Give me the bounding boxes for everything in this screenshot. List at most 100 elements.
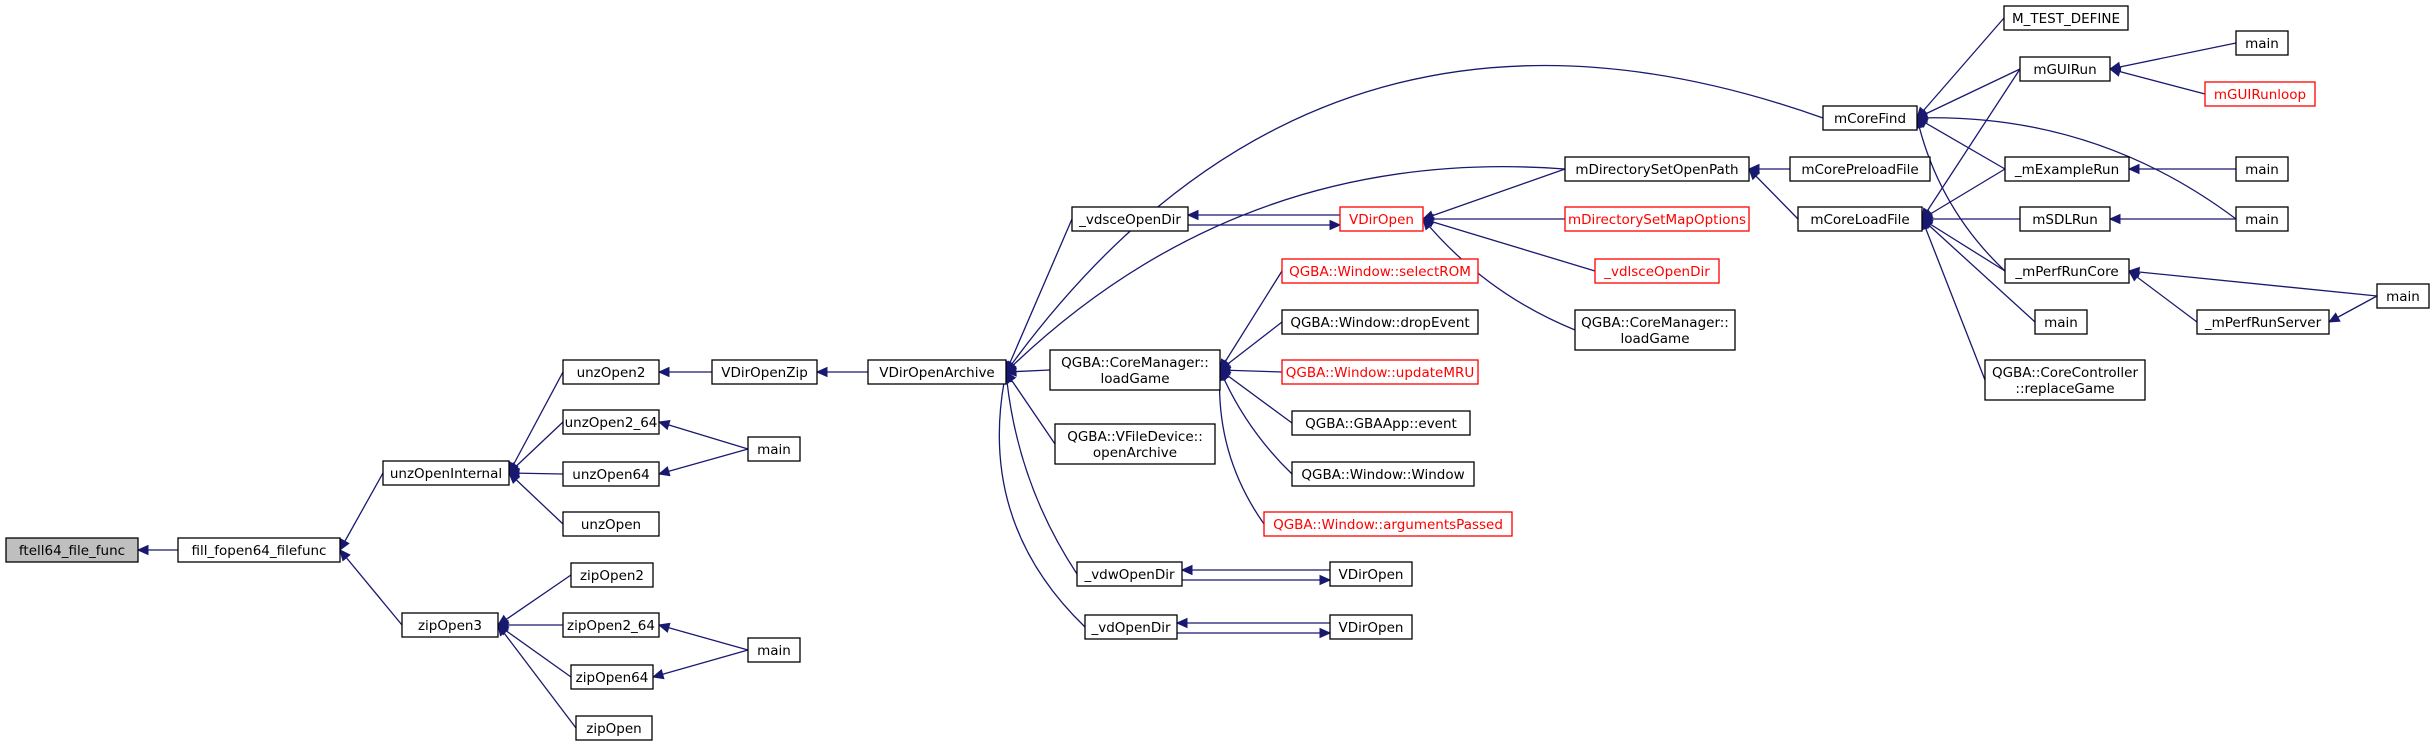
node-label: unzOpen2 xyxy=(577,365,646,381)
node-zipopen[interactable]: zipOpen xyxy=(575,715,653,741)
edge-fill-fopen64-to-zipopen3 xyxy=(339,549,403,626)
node-mdirectorysetmapoptions[interactable]: mDirectorySetMapOptions xyxy=(1564,206,1750,232)
node-unzopeninternal[interactable]: unzOpenInternal xyxy=(382,460,510,486)
node-vfile-openarchive[interactable]: QGBA::VFileDevice::openArchive xyxy=(1054,423,1216,465)
node-mcorefind[interactable]: mCoreFind xyxy=(1822,105,1918,131)
node-box xyxy=(1564,206,1750,232)
node-mguirunloop[interactable]: mGUIRunloop xyxy=(2204,81,2316,107)
node-m-test-define[interactable]: M_TEST_DEFINE xyxy=(2003,5,2129,31)
node-box xyxy=(1084,614,1178,640)
node-updatemru[interactable]: QGBA::Window::updateMRU xyxy=(1281,359,1479,385)
node-label: fill_fopen64_filefunc xyxy=(192,543,327,559)
node-label: ::replaceGame xyxy=(2015,381,2114,397)
node-label: loadGame xyxy=(1100,371,1169,387)
node-replacegame[interactable]: QGBA::CoreController::replaceGame xyxy=(1984,359,2146,401)
edge-loadgame1-to-updatemru xyxy=(1219,369,1283,373)
node-label: zipOpen3 xyxy=(418,618,482,634)
edge-loadgame1-to-dropevent xyxy=(1219,321,1283,371)
node-box xyxy=(2204,81,2316,107)
node-vdiropen-d[interactable]: VDirOpen xyxy=(1329,614,1413,640)
node-label: main xyxy=(2245,36,2279,52)
node-unzopen64[interactable]: unzOpen64 xyxy=(562,461,660,487)
node-unzopen2-64[interactable]: unzOpen2_64 xyxy=(562,409,660,435)
node-label: QGBA::CoreController xyxy=(1992,365,2139,381)
node-box xyxy=(1339,206,1424,232)
node-zipopen3[interactable]: zipOpen3 xyxy=(401,612,499,638)
node-box xyxy=(1281,309,1479,335)
node-loadgame2[interactable]: QGBA::CoreManager::loadGame xyxy=(1574,309,1736,351)
node-vdiropenzip[interactable]: VDirOpenZip xyxy=(711,359,818,385)
node-zipopen2-64[interactable]: zipOpen2_64 xyxy=(562,612,660,638)
edge-loadgame1-to-selectrom xyxy=(1219,270,1283,371)
node-label: QGBA::Window::dropEvent xyxy=(1290,315,1469,331)
node-main-gui[interactable]: main xyxy=(2235,30,2289,56)
node-label: zipOpen64 xyxy=(576,670,649,686)
node-box xyxy=(570,562,654,588)
node-fill-fopen64[interactable]: fill_fopen64_filefunc xyxy=(177,537,341,563)
node-label: main xyxy=(2044,315,2078,331)
node-main-ex[interactable]: main xyxy=(2235,156,2289,182)
node-label: QGBA::Window::argumentsPassed xyxy=(1273,517,1503,533)
node-box xyxy=(1329,614,1413,640)
edge-unzopeninternal-to-unzopen64 xyxy=(508,472,564,475)
node-mcoreloadfile[interactable]: mCoreLoadFile xyxy=(1797,206,1923,232)
node-vdlsceopendir[interactable]: _vdlsceOpenDir xyxy=(1594,258,1720,284)
node-mcorepreloadfile[interactable]: mCorePreloadFile xyxy=(1789,156,1931,182)
edge-mguirun-to-main-gui xyxy=(2109,42,2237,70)
edge-loadgame1-to-argumentspassed xyxy=(1218,369,1265,525)
edge-mcorefind-to-mexamplerun xyxy=(1916,117,2006,170)
node-mperfruncore[interactable]: _mPerfRunCore xyxy=(2004,258,2130,284)
node-vdiropen-red[interactable]: VDirOpen xyxy=(1339,206,1424,232)
node-box xyxy=(1797,206,1923,232)
node-argumentspassed[interactable]: QGBA::Window::argumentsPassed xyxy=(1263,511,1513,537)
node-label: mGUIRun xyxy=(2033,62,2096,78)
node-msdlrun[interactable]: mSDLRun xyxy=(2019,206,2111,232)
node-box xyxy=(1049,349,1221,391)
node-label: zipOpen xyxy=(586,721,641,737)
node-vdiropenarchive[interactable]: VDirOpenArchive xyxy=(867,359,1007,385)
node-label: zipOpen2 xyxy=(580,568,644,584)
node-selectrom[interactable]: QGBA::Window::selectROM xyxy=(1281,258,1479,284)
node-vdiropen-w[interactable]: VDirOpen xyxy=(1329,561,1413,587)
node-main-lf[interactable]: main xyxy=(2034,309,2088,335)
edge-vdiropenarchive-to-vdwopendir xyxy=(1005,371,1078,575)
node-main-unz[interactable]: main xyxy=(747,436,801,462)
node-zipopen64[interactable]: zipOpen64 xyxy=(570,664,654,690)
node-box xyxy=(1564,156,1750,182)
node-window-window[interactable]: QGBA::Window::Window xyxy=(1291,461,1475,487)
edge-mcorefind-to-mperfruncore xyxy=(1916,117,2006,272)
node-mguirun[interactable]: mGUIRun xyxy=(2019,56,2111,82)
node-mperfrunserver[interactable]: _mPerfRunServer xyxy=(2196,309,2330,335)
node-vdsceopendir[interactable]: _vdsceOpenDir xyxy=(1071,206,1189,232)
node-box xyxy=(867,359,1007,385)
node-label: main xyxy=(2386,289,2420,305)
node-mdirectorysetopenpath[interactable]: mDirectorySetOpenPath xyxy=(1564,156,1750,182)
node-vdopendir[interactable]: _vdOpenDir xyxy=(1084,614,1178,640)
edge-vdiropenarchive-to-loadgame1 xyxy=(1005,369,1051,373)
node-box xyxy=(1071,206,1189,232)
node-unzopen[interactable]: unzOpen xyxy=(562,511,660,537)
node-gbaapp-event[interactable]: QGBA::GBAApp::event xyxy=(1291,410,1471,436)
node-dropevent[interactable]: QGBA::Window::dropEvent xyxy=(1281,309,1479,335)
node-main-sdl[interactable]: main xyxy=(2235,206,2289,232)
node-ftell64[interactable]: ftell64_file_func xyxy=(5,537,139,563)
node-label: QGBA::Window::updateMRU xyxy=(1286,365,1475,381)
edge-loadgame1-to-window-window xyxy=(1219,369,1293,475)
node-loadgame1[interactable]: QGBA::CoreManager::loadGame xyxy=(1049,349,1221,391)
node-main-zip[interactable]: main xyxy=(747,637,801,663)
node-box xyxy=(2019,56,2111,82)
edge-mguirun-to-mguirunloop xyxy=(2109,68,2206,95)
node-main-perf[interactable]: main xyxy=(2376,283,2430,309)
node-label: zipOpen2_64 xyxy=(567,618,655,634)
node-unzopen2[interactable]: unzOpen2 xyxy=(562,359,660,385)
node-label: main xyxy=(2245,162,2279,178)
edge-fill-fopen64-to-unzopeninternal xyxy=(339,472,384,551)
node-label: main xyxy=(757,643,791,659)
node-label: _mExampleRun xyxy=(2014,162,2119,178)
node-zipopen2[interactable]: zipOpen2 xyxy=(570,562,654,588)
node-box xyxy=(570,664,654,690)
edge-vdiropenarchive-to-vdopendir xyxy=(998,371,1086,628)
node-mexamplerun[interactable]: _mExampleRun xyxy=(2004,156,2130,182)
node-box xyxy=(177,537,341,563)
node-vdwopendir[interactable]: _vdwOpenDir xyxy=(1076,561,1183,587)
